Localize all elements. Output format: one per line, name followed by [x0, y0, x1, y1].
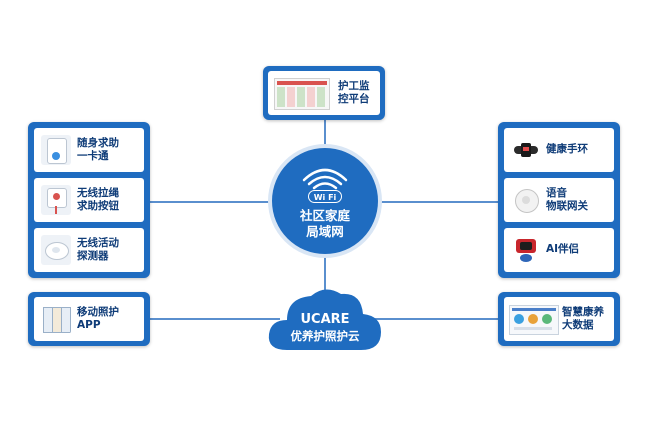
- sos-card-icon: [41, 135, 71, 165]
- health-band-label: 健康手环: [546, 143, 588, 155]
- motion-detector-icon: [41, 235, 71, 265]
- voice-gateway-icon: [511, 185, 541, 215]
- pull-cord-label: 无线拉绳求助按钮: [77, 187, 119, 212]
- card-big-data: 智慧康养大数据: [504, 297, 614, 341]
- big-data-label: 智慧康养大数据: [562, 306, 604, 331]
- motion-detector-label: 无线活动探测器: [77, 237, 119, 262]
- ai-companion-label: AI伴侣: [546, 243, 580, 255]
- pull-cord-icon: [41, 185, 71, 215]
- mobile-app-screens-icon: [41, 304, 71, 334]
- panel-left-devices: 随身求助一卡通 无线拉绳求助按钮 无线活动探测器: [28, 122, 150, 278]
- ai-companion-icon: [511, 235, 541, 265]
- connector-top: [324, 118, 326, 150]
- connector-right-cloud: [372, 318, 498, 320]
- panel-right-devices: 健康手环 语音物联网关 AI伴侣: [498, 122, 620, 278]
- card-monitoring-platform: 护工监控平台: [268, 71, 380, 115]
- wifi-badge: Wi Fi: [308, 190, 342, 203]
- sos-card-label: 随身求助一卡通: [77, 137, 119, 162]
- connector-hub-cloud: [324, 254, 326, 290]
- monitoring-platform-label: 护工监控平台: [338, 80, 370, 105]
- cloud-title: UCARE: [300, 312, 350, 327]
- panel-monitoring-platform: 护工监控平台: [263, 66, 385, 120]
- card-sos-card: 随身求助一卡通: [34, 128, 144, 172]
- cloud-shape: [268, 289, 381, 350]
- voice-gateway-label: 语音物联网关: [546, 187, 588, 212]
- card-pull-cord: 无线拉绳求助按钮: [34, 178, 144, 222]
- cloud-subtitle: 优养护照护云: [290, 329, 360, 343]
- hub-label-line1: 社区家庭: [299, 208, 350, 223]
- card-ai-companion: AI伴侣: [504, 228, 614, 272]
- card-health-band: 健康手环: [504, 128, 614, 172]
- card-motion-detector: 无线活动探测器: [34, 228, 144, 272]
- card-voice-gateway: 语音物联网关: [504, 178, 614, 222]
- monitoring-dashboard-image: [274, 78, 330, 110]
- community-lan-hub: Wi Fi 社区家庭 局域网: [272, 148, 378, 254]
- panel-big-data: 智慧康养大数据: [498, 292, 620, 346]
- wifi-icon: [302, 168, 348, 190]
- big-data-dashboard-image: [509, 305, 559, 335]
- connector-left: [150, 201, 272, 203]
- connector-right: [378, 201, 498, 203]
- connector-left-cloud: [150, 318, 280, 320]
- hub-label-line2: 局域网: [306, 224, 344, 239]
- health-band-icon: [511, 135, 541, 165]
